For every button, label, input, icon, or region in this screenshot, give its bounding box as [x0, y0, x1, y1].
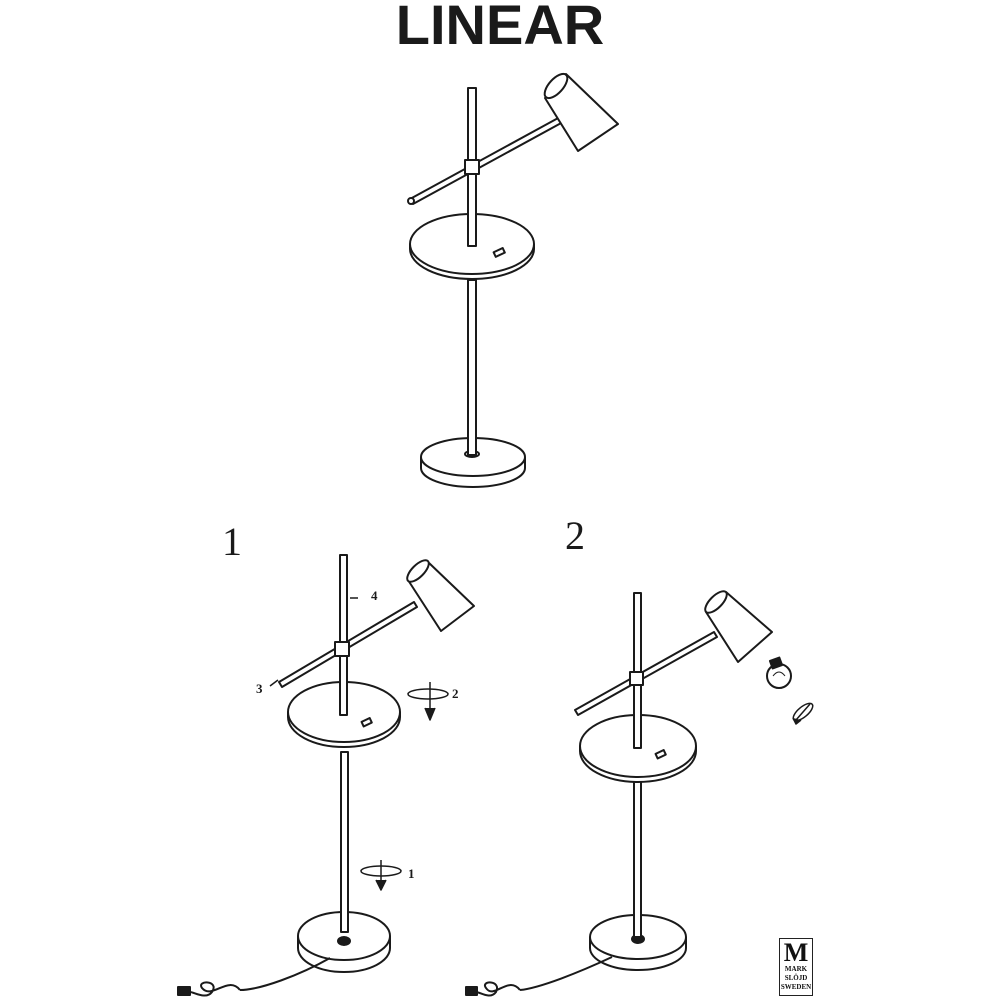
arm-joint: [334, 641, 350, 657]
product-title: LINEAR: [395, 0, 605, 56]
power-plug: [177, 986, 191, 996]
lower-pole: [633, 779, 642, 938]
logo-text-slojd: SLÖJD: [784, 974, 808, 982]
callout-4: 4: [371, 588, 378, 603]
brand-logo: M MARK SLÖJD SWEDEN: [779, 938, 813, 996]
rotate-arrow-2: [407, 688, 449, 700]
lamp-arm: [574, 631, 718, 716]
logo-mark: M: [783, 938, 809, 967]
logo-text-sweden: SWEDEN: [780, 983, 812, 991]
power-plug: [465, 986, 478, 996]
screw-arrow-3: [269, 679, 279, 687]
step-number-2: 2: [565, 513, 585, 558]
lamp-arm: [409, 116, 564, 205]
upper-pole: [633, 592, 642, 749]
switch: [360, 717, 373, 728]
lower-pole: [467, 279, 477, 456]
logo-text-mark: MARK: [784, 965, 808, 973]
callout-1: 1: [408, 866, 415, 881]
power-cord: [239, 957, 331, 991]
power-cord: [519, 956, 613, 991]
arm-joint: [464, 159, 480, 175]
upper-pole: [339, 554, 348, 716]
step-1-lamp: [177, 554, 475, 997]
switch: [492, 247, 506, 258]
callout-2: 2: [452, 686, 459, 701]
bulb-rotate-arrow: [792, 702, 814, 725]
lower-pole: [340, 751, 349, 933]
base-socket: [337, 936, 351, 946]
step-1-arrows: [269, 597, 449, 891]
light-bulb: [766, 656, 792, 689]
step-2-lamp: [465, 590, 814, 997]
step-number-1: 1: [222, 519, 242, 564]
switch: [654, 749, 667, 760]
arm-joint: [629, 671, 644, 686]
assembled-lamp: [407, 72, 619, 488]
callout-3: 3: [256, 681, 263, 696]
